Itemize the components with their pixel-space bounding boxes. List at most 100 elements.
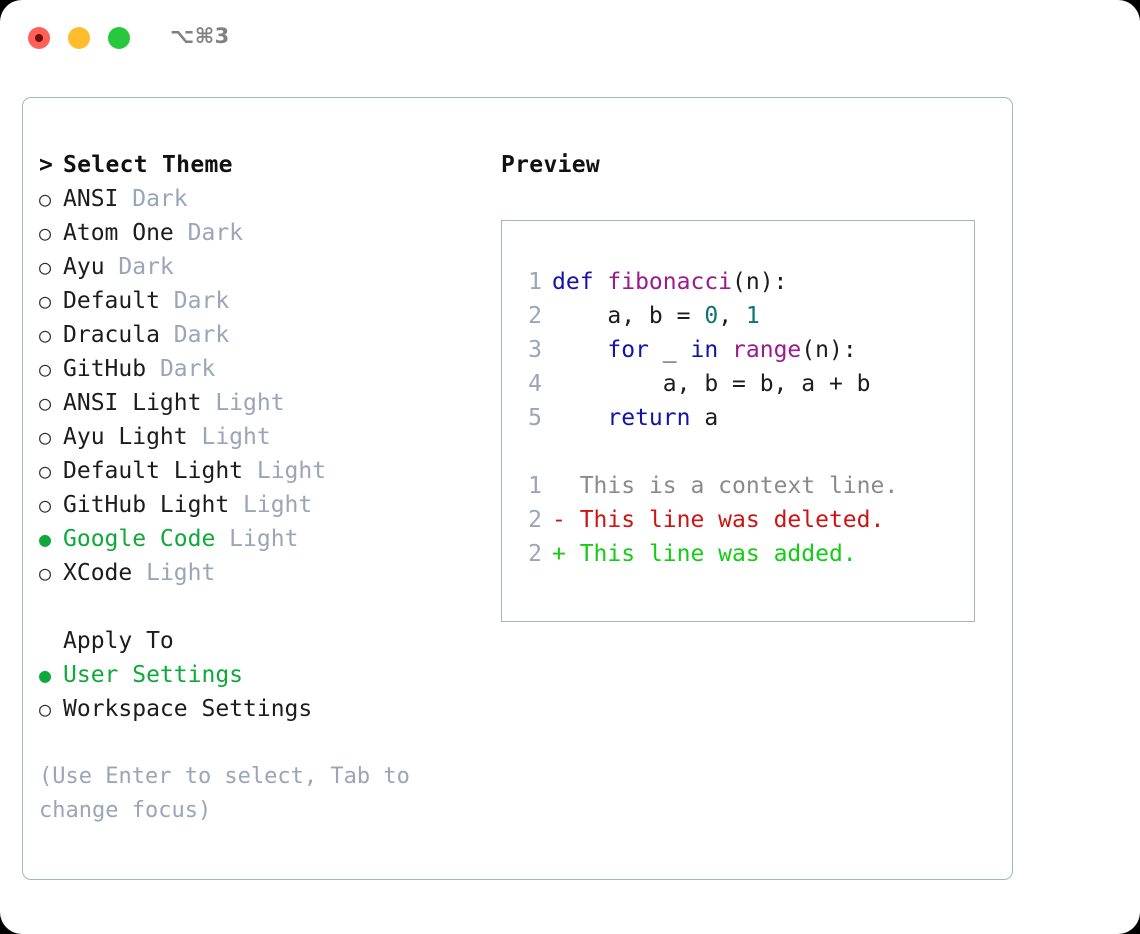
theme-item-label: ANSI [63,186,119,212]
theme-item-label: Dracula [63,322,160,348]
page-title: Select Theme [63,152,233,178]
theme-picker-header: > Select Theme [39,148,479,182]
list-spacer [39,590,479,624]
radio-unselected-icon: ○ [39,391,52,415]
theme-item-label: Ayu Light [63,424,188,450]
theme-item-github-light[interactable]: ○ GitHub Light Light [39,488,479,522]
close-icon[interactable] [28,27,50,49]
radio-selected-icon: ● [39,527,52,551]
title-bar: ⌥⌘3 [0,0,1140,78]
theme-item-category: Light [229,492,313,518]
theme-item-label: Ayu [63,254,105,280]
code-token-txt [718,337,732,363]
code-diff-spacer [516,435,968,469]
minimize-icon[interactable] [68,27,90,49]
radio-unselected-icon: ○ [39,187,52,211]
radio-unselected-icon: ○ [39,459,52,483]
line-number: 2 [528,541,542,567]
code-token-kw: def [552,269,608,295]
code-token-kw: for [607,337,649,363]
theme-picker-column: >Select Theme ○ANSI Dark○Atom One Dark○A… [39,148,479,726]
diff-text: This is a context line. [579,473,899,499]
diff-line-ctx: 1 This is a context line. [516,469,968,503]
code-token-txt: a [690,405,719,431]
theme-list: ○ANSI Dark○Atom One Dark○Ayu Dark○Defaul… [39,182,479,590]
theme-item-label: Default [63,288,160,314]
radio-unselected-icon: ○ [39,697,52,721]
theme-item-label: GitHub [63,356,147,382]
line-number: 4 [528,371,542,397]
diff-marker: + [552,541,580,567]
radio-unselected-icon: ○ [39,255,52,279]
keyboard-shortcut-label: ⌥⌘3 [170,24,230,48]
diff-text: This line was added. [579,541,857,567]
theme-item-google-code[interactable]: ● Google Code Light [39,522,479,556]
theme-item-dracula[interactable]: ○ Dracula Dark [39,318,479,352]
help-hint-line1: (Use Enter to select, Tab to [39,764,410,789]
code-token-txt [552,405,607,431]
theme-item-label: Google Code [63,526,216,552]
code-token-txt: (n): [801,337,857,363]
theme-item-category: Light [187,424,271,450]
radio-unselected-icon: ○ [39,493,52,517]
help-hint-line2: change focus) [39,798,212,823]
theme-item-github[interactable]: ○GitHub Dark [39,352,479,386]
code-line: 5 return a [516,401,968,435]
radio-selected-icon: ● [39,663,52,687]
theme-item-ansi-light[interactable]: ○ ANSI Light Light [39,386,479,420]
theme-item-category: Light [201,390,285,416]
apply-to-option-user-settings[interactable]: ● User Settings [39,658,479,692]
radio-unselected-icon: ○ [39,425,52,449]
theme-item-label: XCode [63,560,133,586]
apply-to-option-workspace-settings[interactable]: ○ Workspace Settings [39,692,479,726]
line-number: 1 [528,473,542,499]
apply-to-heading: Apply To [63,628,174,654]
code-token-fn: fibonacci [607,269,733,295]
code-token-txt: _ [648,337,691,363]
diff-marker: - [552,507,580,533]
code-line: 4 a, b = b, a + b [516,367,968,401]
line-number: 3 [528,337,542,363]
code-line: 3 for _ in range(n): [516,333,968,367]
code-token-txt: (n): [732,269,788,295]
line-number: 2 [528,303,542,329]
theme-item-xcode[interactable]: ○XCode Light [39,556,479,590]
code-token-kw: return [607,405,691,431]
diff-line-del: 2- This line was deleted. [516,503,968,537]
theme-item-ansi[interactable]: ○ANSI Dark [39,182,479,216]
apply-to-list: ● User Settings ○ Workspace Settings [39,658,479,726]
theme-item-label: Atom One [63,220,174,246]
diff-line-add: 2 + This line was added. [516,537,968,571]
theme-item-ayu-light[interactable]: ○ Ayu Light Light [39,420,479,454]
theme-item-default-light[interactable]: ○ Default Light Light [39,454,479,488]
caret-icon: > [39,152,53,178]
diff-marker [552,473,580,499]
apply-to-option-label: User Settings [63,662,244,688]
code-token-num: 0 [704,303,719,329]
help-hint: (Use Enter to select, Tab to change focu… [39,760,454,828]
theme-item-category: Light [215,526,299,552]
radio-unselected-icon: ○ [39,323,52,347]
code-token-txt: , [718,303,746,329]
maximize-icon[interactable] [108,27,130,49]
theme-item-category: Dark [173,220,244,246]
main-panel: >Select Theme ○ANSI Dark○Atom One Dark○A… [22,97,1013,880]
theme-item-label: Default Light [63,458,244,484]
diff-text: This line was deleted. [579,507,885,533]
theme-item-default[interactable]: ○Default Dark [39,284,479,318]
apply-to-option-label: Workspace Settings [63,696,313,722]
line-number: 2 [528,507,542,533]
theme-item-label: ANSI Light [63,390,202,416]
theme-item-ayu[interactable]: ○Ayu Dark [39,250,479,284]
code-token-txt: a, b = [552,303,705,329]
theme-item-label: GitHub Light [63,492,230,518]
theme-item-category: Dark [159,322,230,348]
preview-title: Preview [501,152,601,178]
theme-item-atom-one[interactable]: ○Atom One Dark [39,216,479,250]
theme-item-category: Light [243,458,327,484]
line-number: 5 [528,405,542,431]
